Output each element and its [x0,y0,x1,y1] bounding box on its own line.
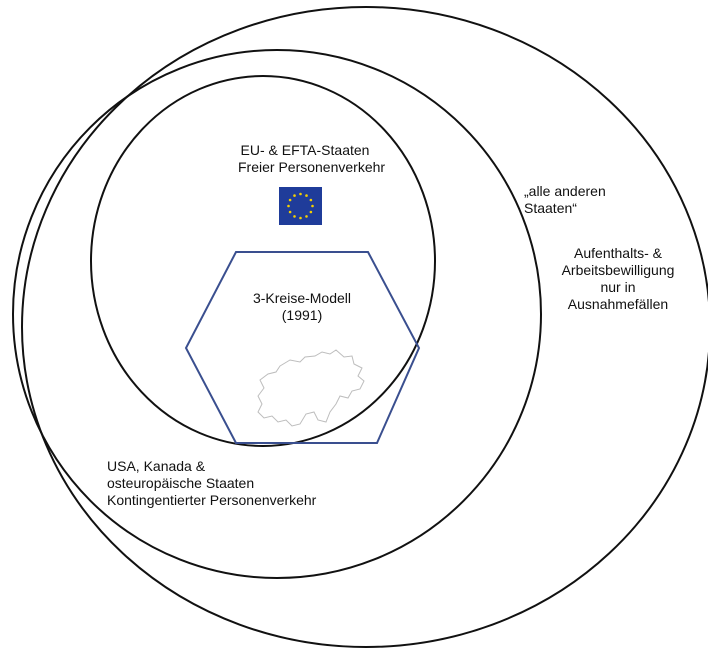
outer-circle-title: „alle anderen Staaten“ [524,183,606,217]
inner-circle-label: EU- & EFTA-Staaten Freier Personenverkeh… [238,142,386,176]
middle-circle-line-1: USA, Kanada & [107,458,206,474]
eu-star [287,204,290,208]
outer-circle-title-line-2: Staaten“ [524,200,577,216]
middle-circle-label: USA, Kanada & osteuropäische Staaten Kon… [107,458,316,509]
outer-circle [21,6,708,648]
middle-circle-line-3: Kontingentierter Personenverkehr [107,492,317,508]
eu-star [299,192,302,196]
outer-circle-policy-line-3: nur in [600,279,636,295]
hexagon-shape [184,251,421,444]
eu-star [288,198,292,202]
inner-circle [90,75,436,447]
hexagon-line-1: 3-Kreise-Modell [252,290,352,306]
outer-circle-policy-line-4: Ausnahmefällen [567,296,669,312]
outer-circle-policy-line-2: Arbeitsbewilligung [561,262,675,278]
eu-star [293,215,296,218]
hexagon-line-2: (1991) [281,307,323,323]
eu-star [299,216,302,220]
inner-circle-line-1: EU- & EFTA-Staaten [240,142,370,158]
hexagon-label: 3-Kreise-Modell (1991) [229,290,375,324]
middle-circle-line-2: osteuropäische Staaten [107,475,255,491]
eu-star [311,204,314,208]
inner-circle-line-2: Freier Personenverkehr [238,159,386,175]
eu-star [288,210,292,214]
outer-circle-policy: Aufenthalts- & Arbeitsbewilligung nur in… [538,245,698,313]
switzerland-outline-icon [257,349,365,427]
middle-circle [12,49,542,579]
eu-star [305,215,308,218]
eu-flag-icon [279,187,322,225]
eu-star [293,194,296,197]
eu-star [305,194,308,197]
outer-circle-title-line-1: „alle anderen [524,183,606,199]
outer-circle-policy-line-1: Aufenthalts- & [574,245,662,261]
eu-star [309,198,313,202]
eu-star [309,210,313,214]
